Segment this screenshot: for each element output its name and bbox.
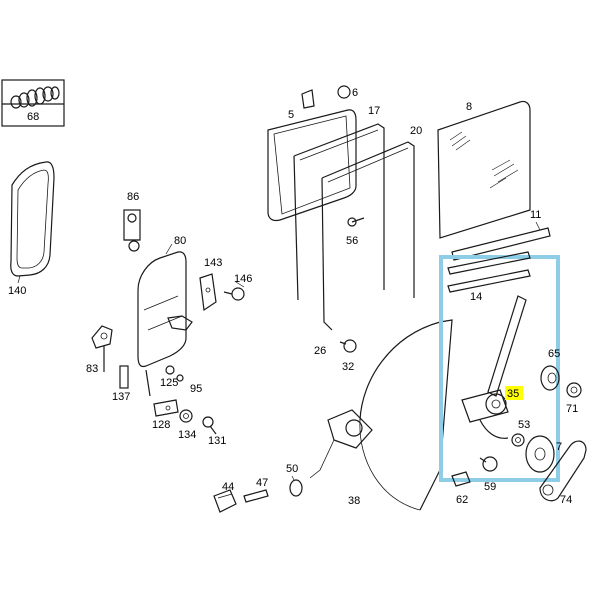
label-80: 80 (174, 235, 186, 247)
part-run-channel-outer[interactable] (267, 109, 357, 222)
part-80-vent-glass[interactable] (137, 243, 193, 368)
part-14-strips[interactable] (447, 251, 531, 293)
part-83-latch[interactable] (91, 325, 113, 372)
label-134: 134 (178, 429, 196, 441)
label-17: 17 (368, 105, 380, 117)
part-35-lift-arm[interactable] (461, 295, 527, 439)
part-146-screw[interactable] (223, 281, 245, 301)
label-74: 74 (560, 494, 572, 506)
label-128: 128 (152, 419, 170, 431)
label-26: 26 (314, 345, 326, 357)
part-6-cap[interactable] (337, 85, 351, 99)
label-65: 65 (548, 348, 560, 360)
label-53: 53 (518, 419, 530, 431)
part-74-handle[interactable] (539, 440, 587, 502)
part-7-plate[interactable] (525, 435, 555, 473)
label-50: 50 (286, 463, 298, 475)
part-125-washer[interactable] (145, 365, 184, 397)
label-59: 59 (484, 481, 496, 493)
part-56-screw[interactable] (347, 217, 365, 227)
part-50-plug[interactable] (289, 475, 303, 497)
label-44: 44 (222, 481, 234, 493)
label-32: 32 (342, 361, 354, 373)
part-86-bracket[interactable] (123, 209, 141, 252)
part-71-nut[interactable] (566, 382, 582, 398)
label-137: 137 (112, 391, 130, 403)
label-47: 47 (256, 477, 268, 489)
part-8-door-glass[interactable] (437, 100, 531, 239)
part-44-connector[interactable] (213, 489, 237, 513)
label-125: 125 (160, 377, 178, 389)
part-128-plate[interactable] (153, 399, 179, 417)
label-11: 11 (530, 209, 541, 221)
label-71: 71 (566, 403, 578, 415)
label-56: 56 (346, 235, 358, 247)
label-95: 95 (190, 383, 202, 395)
label-131: 131 (208, 435, 226, 447)
label-20: 20 (410, 125, 422, 137)
label-86: 86 (127, 191, 139, 203)
part-134-nut[interactable] (179, 409, 193, 423)
part-140-seal[interactable] (10, 161, 55, 277)
label-7: 7 (556, 441, 562, 453)
part-131-bolt[interactable] (202, 416, 217, 435)
highlight-frame (439, 255, 560, 482)
label-5: 5 (288, 109, 294, 121)
part-68-boot[interactable] (1, 79, 65, 127)
part-32-bolt[interactable] (339, 339, 357, 353)
part-53-washer[interactable] (511, 433, 525, 447)
label-143: 143 (204, 257, 222, 269)
part-5-clip[interactable] (301, 89, 315, 109)
label-140: 140 (8, 285, 26, 297)
label-8: 8 (466, 101, 472, 113)
label-146: 146 (234, 273, 252, 285)
part-38-regulator[interactable] (309, 319, 453, 511)
label-6: 6 (352, 87, 358, 99)
part-62-bolt[interactable] (451, 471, 471, 487)
part-143-gasket[interactable] (199, 273, 217, 312)
part-137-clip[interactable] (119, 365, 129, 389)
part-20-channel[interactable] (321, 141, 415, 331)
label-83: 83 (86, 363, 98, 375)
part-47-terminal[interactable] (243, 489, 269, 503)
part-17-channel[interactable] (293, 123, 385, 301)
part-59-bolt[interactable] (479, 456, 498, 472)
label-38: 38 (348, 495, 360, 507)
label-14: 14 (470, 291, 482, 303)
label-35-highlight (505, 386, 523, 400)
label-68: 68 (27, 111, 39, 123)
part-65-bushing[interactable] (540, 365, 560, 391)
label-62: 62 (456, 494, 468, 506)
label-35: 35 (507, 388, 519, 400)
